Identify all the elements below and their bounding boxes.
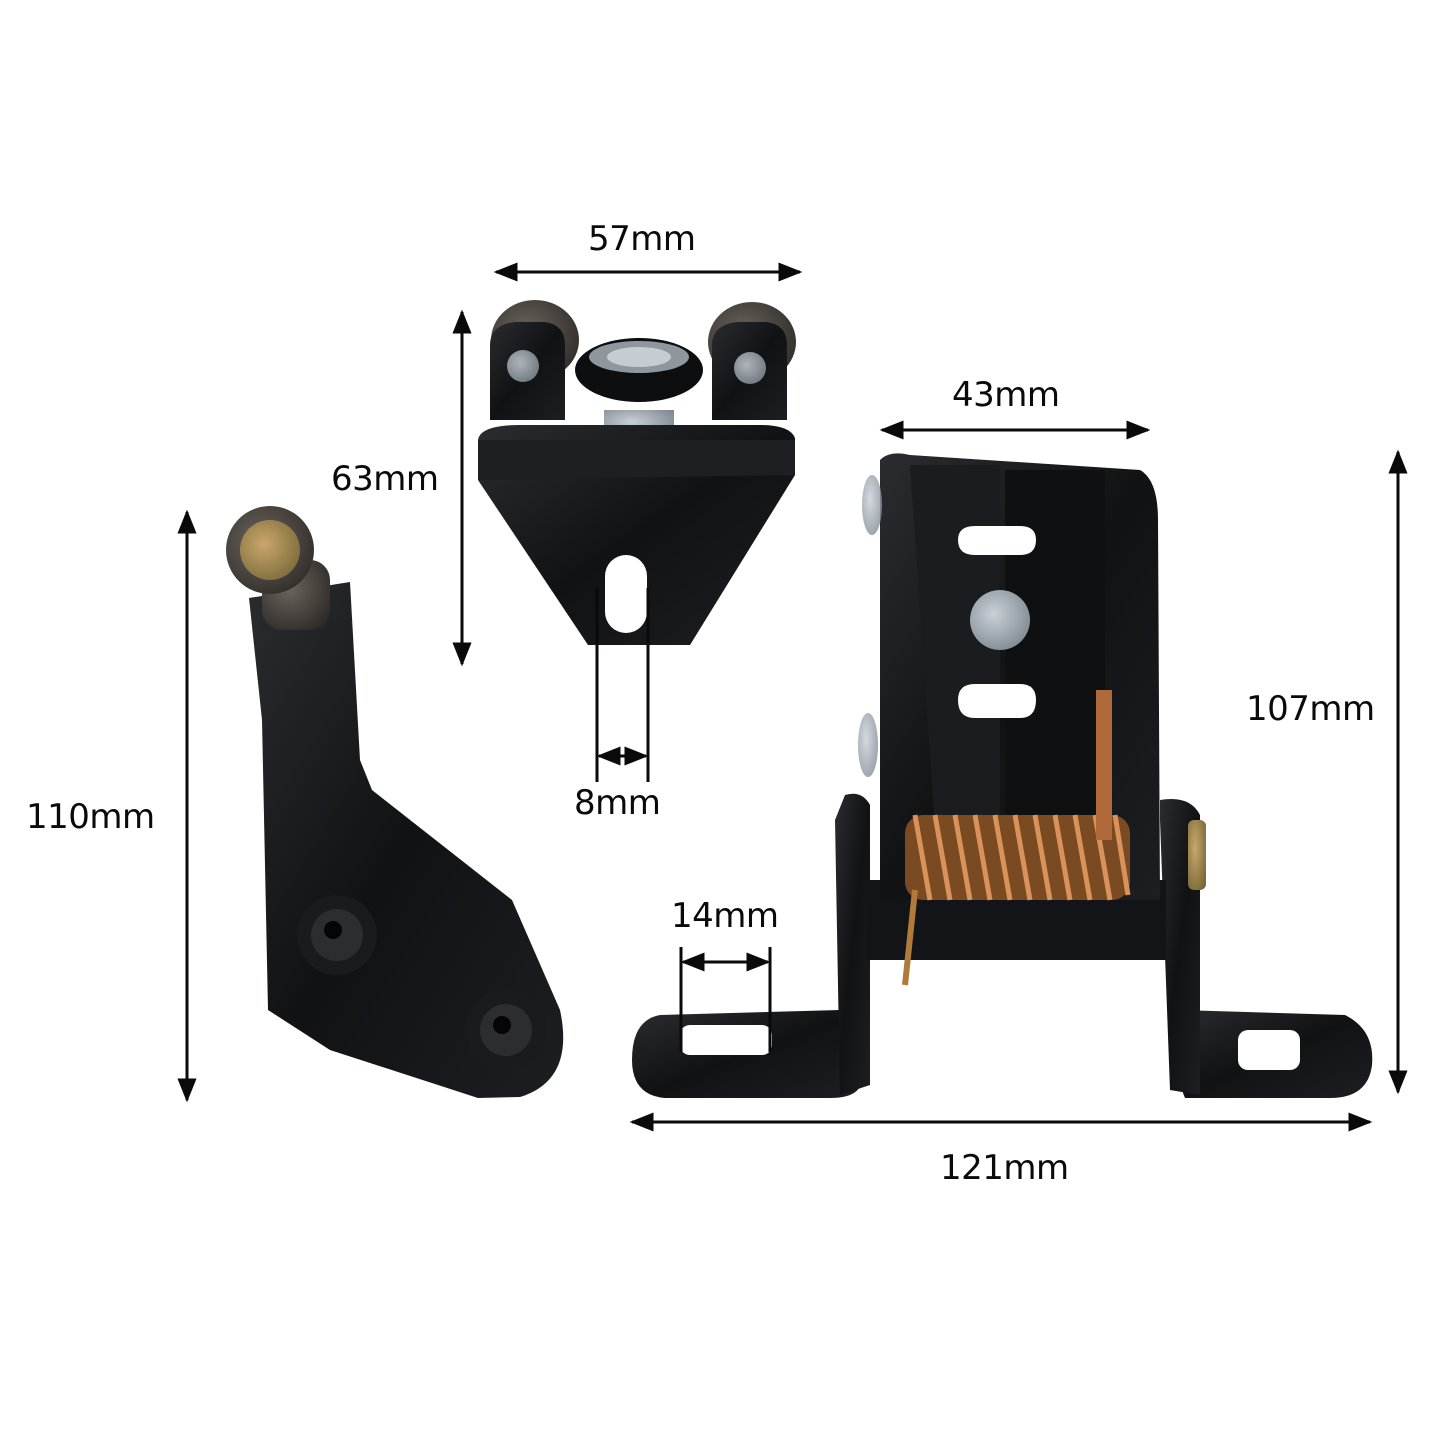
top-roller-bracket xyxy=(478,300,796,645)
label-slot-width: 8mm xyxy=(574,783,661,823)
label-hinge-height: 107mm xyxy=(1246,689,1375,729)
label-arm-height: 110mm xyxy=(26,797,155,837)
label-top-bracket-width: 57mm xyxy=(588,219,696,259)
label-top-bracket-height: 63mm xyxy=(331,459,439,499)
label-hinge-total-width: 121mm xyxy=(940,1148,1069,1188)
hinge-bracket xyxy=(632,453,1373,1098)
spring xyxy=(902,690,1206,986)
dimension-lines xyxy=(177,262,1408,1132)
lower-roller-arm xyxy=(226,506,564,1098)
label-foot-hole-width: 14mm xyxy=(671,896,779,936)
label-hinge-top-width: 43mm xyxy=(952,375,1060,415)
